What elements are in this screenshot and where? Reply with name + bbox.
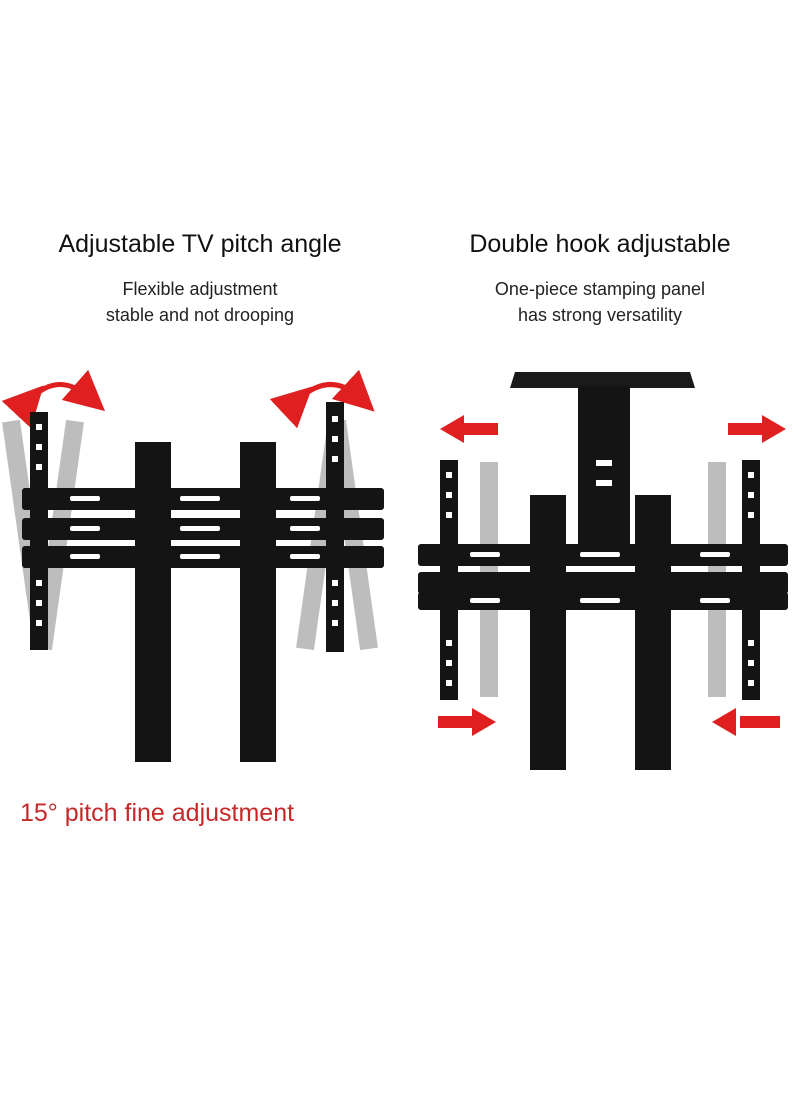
inward-arrows	[438, 708, 780, 736]
pitch-caption: 15° pitch fine adjustment	[20, 799, 295, 827]
crossbar-slots	[70, 496, 320, 559]
hook-mount-illustration	[418, 372, 788, 770]
right-pitch-arrow	[269, 369, 375, 429]
outward-arrows	[440, 415, 786, 443]
top-shelf	[510, 372, 695, 388]
pitch-mount-illustration	[1, 369, 384, 762]
left-vertical-bracket	[440, 460, 458, 700]
right-subtitle-line2: has strong versatility	[517, 305, 683, 325]
left-pitch-arrow	[1, 369, 106, 429]
left-title: Adjustable TV pitch angle	[58, 230, 342, 258]
right-vertical-bracket	[742, 460, 760, 700]
left-pole	[530, 495, 566, 770]
left-subtitle-line2: stable and not drooping	[105, 305, 295, 325]
left-subtitle-line1: Flexible adjustment	[122, 279, 278, 299]
right-title: Double hook adjustable	[469, 230, 731, 258]
right-subtitle-line1: One-piece stamping panel	[494, 279, 706, 299]
left-vertical-bracket	[30, 412, 48, 650]
left-panel: Adjustable TV pitch angle Flexible adjus…	[1, 230, 384, 827]
right-pole	[635, 495, 671, 770]
right-vertical-bracket	[326, 402, 344, 652]
right-panel: Double hook adjustable One-piece stampin…	[400, 0, 800, 1096]
